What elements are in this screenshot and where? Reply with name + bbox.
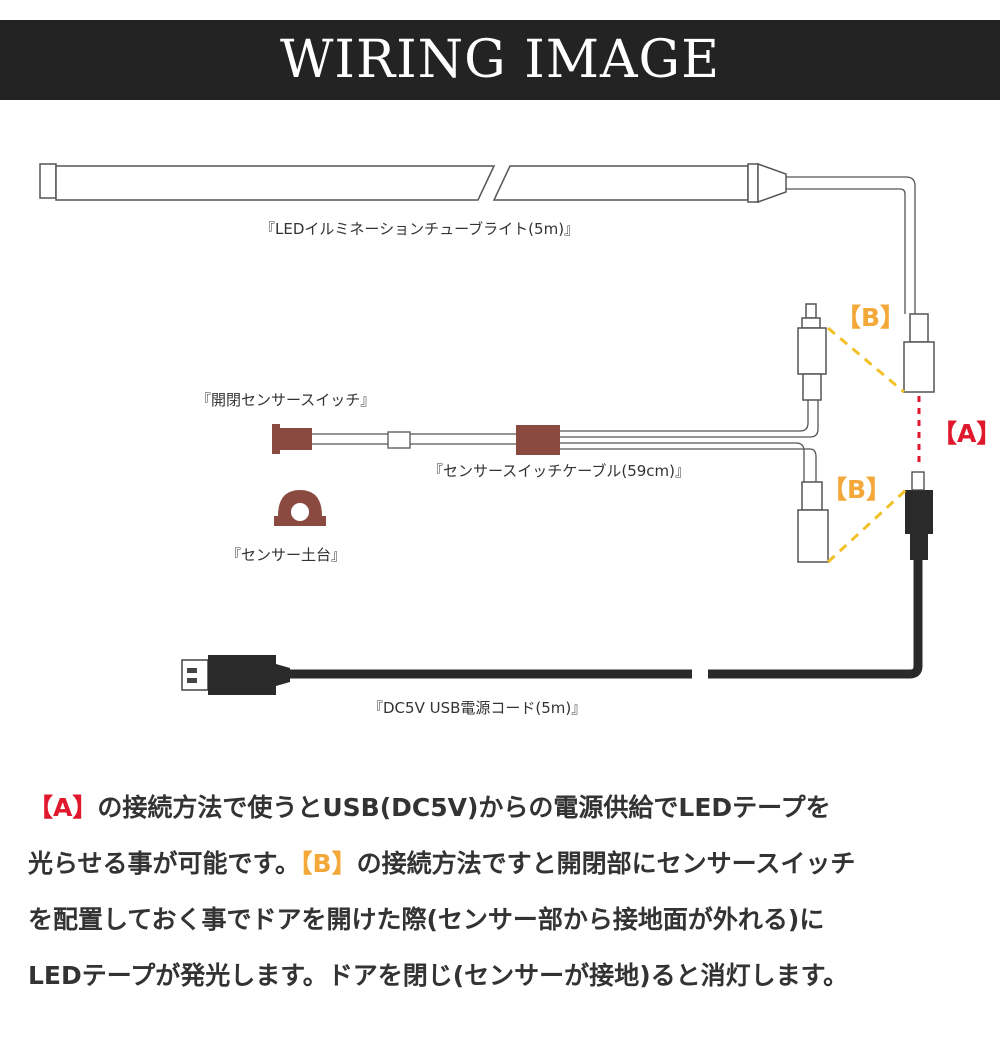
description-line-4: LEDテープが発光します。ドアを閉じ(センサーが接地)ると消灯します。 [28, 961, 849, 990]
plug-top-tip [801, 317, 821, 329]
plug-bottom-body [797, 509, 829, 563]
description-line-1-text: の接続方法で使うとUSB(DC5V)からの電源供給でLEDテープを [97, 793, 831, 822]
description-line-3: を配置しておく事でドアを開けた際(センサー部から接地面が外れる)に [28, 905, 825, 934]
plug-bottom-neck [801, 481, 823, 511]
label-usb-cord: 『DC5V USB電源コード(5m)』 [368, 699, 587, 717]
sensor-base [274, 490, 326, 526]
label-door-sensor: 『開閉センサースイッチ』 [196, 391, 376, 409]
description-line-2: 光らせる事が可能です。【B】の接続方法ですと開閉部にセンサースイッチ [28, 836, 978, 892]
tube-connector-taper [757, 162, 787, 204]
plug-top-body [797, 327, 827, 375]
sensor-cable-plug-bottom [797, 481, 829, 563]
sensor-base-hole [291, 503, 309, 521]
door-sensor-switch [272, 424, 312, 454]
plug-top-neck [802, 373, 822, 401]
wiring-diagram: 『LEDイルミネーションチューブライト(5m)』 『開閉センサースイッチ』 『セ… [39, 162, 1000, 717]
sensor-cable-wires [312, 400, 819, 482]
tube-plug [903, 313, 935, 393]
label-sensor-base: 『センサー土台』 [226, 546, 347, 564]
sensor-cable-plug-top [797, 303, 827, 401]
description-line-1: 【A】の接続方法で使うとUSB(DC5V)からの電源供給でLEDテープを [28, 780, 978, 836]
usb-plug-slot-top [187, 668, 197, 673]
description-line-2-after: の接続方法ですと開閉部にセンサースイッチ [356, 849, 856, 878]
tube-connector-cap [747, 163, 759, 203]
tube-segment-left [55, 165, 496, 201]
wiring-diagram-svg [39, 162, 935, 695]
cord-break-mark [691, 660, 709, 688]
description-tag-a: 【A】 [28, 793, 98, 822]
tube-segment-right [492, 165, 749, 201]
label-sensor-cable: 『センサースイッチケーブル(59cm)』 [428, 462, 691, 480]
description-tag-b: 【B】 [300, 849, 357, 878]
tube-plug-body [903, 341, 935, 393]
description-line-2-before: 光らせる事が可能です。 [28, 849, 301, 878]
tube-plug-neck [909, 313, 929, 343]
usb-dc-plug-body [905, 490, 933, 534]
usb-plug-strain-relief [276, 664, 290, 686]
marker-b-top: 【B】 [836, 303, 906, 332]
usb-plug-metal [181, 659, 209, 691]
plug-top-pin [805, 303, 817, 319]
cable-inline-joint [387, 431, 411, 449]
usb-power-cord [181, 471, 933, 695]
connection-b-top-line [827, 326, 905, 394]
page-title: WIRING IMAGE [279, 30, 721, 90]
connection-b-bottom-line [826, 488, 908, 564]
tube-end-cap [39, 163, 57, 199]
header-banner: WIRING IMAGE [0, 20, 1000, 100]
usb-dc-plug-neck [910, 534, 928, 560]
usb-plug-body [208, 655, 276, 695]
sensor-cable-junction [516, 425, 560, 455]
sensor-head [280, 428, 312, 450]
tube-lead-wire [786, 176, 916, 314]
usb-plug-slot-bottom [187, 678, 197, 683]
marker-b-bottom: 【B】 [822, 475, 892, 504]
description: 【A】の接続方法で使うとUSB(DC5V)からの電源供給でLEDテープを 光らせ… [28, 780, 978, 1004]
led-tube-light [39, 162, 787, 204]
sensor-head-flange [272, 424, 280, 454]
usb-cord-right [708, 560, 923, 679]
label-tube-light: 『LEDイルミネーションチューブライト(5m)』 [260, 220, 580, 238]
usb-dc-plug-pin [911, 471, 925, 491]
marker-a: 【A】 [932, 419, 1000, 448]
